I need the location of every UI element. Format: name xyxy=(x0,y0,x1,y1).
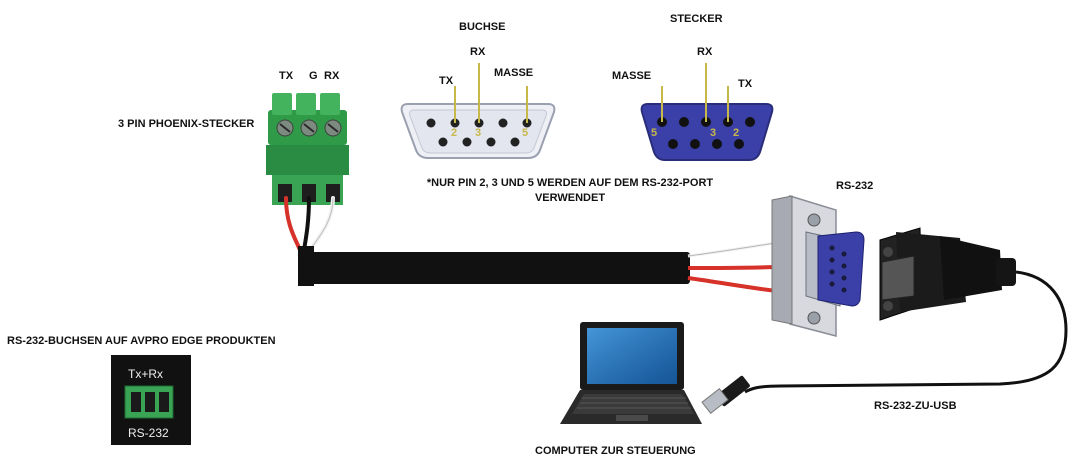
phoenix-connector xyxy=(266,93,349,205)
male-pin-2: 2 xyxy=(733,128,739,139)
buchse-masse-label: MASSE xyxy=(494,68,533,79)
male-pin-5: 5 xyxy=(651,128,657,139)
phoenix-pin-g: G xyxy=(309,71,318,82)
phoenix-pin-rx: RX xyxy=(324,71,339,82)
female-pin-5: 5 xyxy=(522,128,528,139)
laptop xyxy=(560,322,702,424)
female-pin-3: 3 xyxy=(475,128,481,139)
phoenix-wires xyxy=(286,198,333,250)
db9-male-diagram xyxy=(642,63,773,160)
phoenix-title: 3 PIN PHOENIX-STECKER xyxy=(118,119,254,130)
pin-usage-note: *NUR PIN 2, 3 UND 5 WERDEN AUF DEM RS-23… xyxy=(380,176,760,206)
pin-usage-note-line2: VERWENDET xyxy=(535,192,605,204)
avpro-rs232-label: RS-232 xyxy=(128,427,169,439)
rs232-label: RS-232 xyxy=(836,181,873,192)
rs232-usb-adapter xyxy=(702,228,1066,413)
phoenix-pin-tx: TX xyxy=(279,71,293,82)
pin-usage-note-line1: *NUR PIN 2, 3 UND 5 WERDEN AUF DEM RS-23… xyxy=(427,177,713,189)
female-pin-2: 2 xyxy=(451,128,457,139)
stecker-title: STECKER xyxy=(670,14,723,25)
male-pin-3: 3 xyxy=(710,128,716,139)
avpro-title: RS-232-BUCHSEN AUF AVPRO EDGE PRODUKTEN xyxy=(7,336,276,347)
rs232-female-connector xyxy=(772,196,864,336)
stecker-masse-label: MASSE xyxy=(612,71,651,82)
buchse-tx-label: TX xyxy=(439,76,453,87)
buchse-rx-label: RX xyxy=(470,47,485,58)
rs232-usb-label: RS-232-ZU-USB xyxy=(874,401,957,412)
computer-label: COMPUTER ZUR STEUERUNG xyxy=(535,446,696,457)
buchse-title: BUCHSE xyxy=(459,22,505,33)
stecker-rx-label: RX xyxy=(697,47,712,58)
main-cable xyxy=(298,240,795,293)
stecker-tx-label: TX xyxy=(738,79,752,90)
avpro-txrx-label: Tx+Rx xyxy=(128,368,163,380)
